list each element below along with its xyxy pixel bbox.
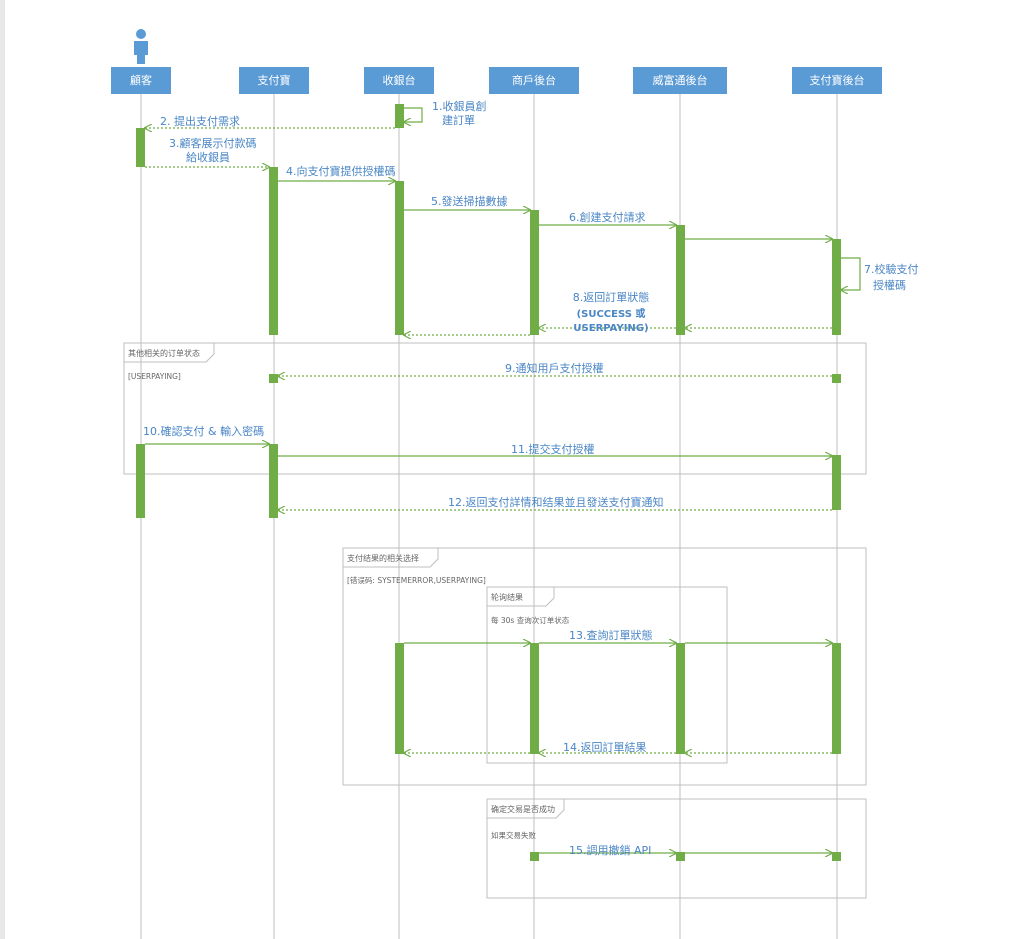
message-arrow-1 bbox=[404, 107, 423, 122]
participant-alipay-backend: 支付寶後台 bbox=[792, 67, 882, 94]
frame-condition: [错误码: SYSTEMERROR,USERPAYING] bbox=[347, 575, 486, 585]
activation-bar bbox=[676, 225, 685, 335]
message-label-3: 3.顧客展示付款碼 給收銀員 bbox=[169, 136, 260, 164]
activation-bar bbox=[832, 852, 841, 861]
frame-polling-result: 轮询结果 每 30s 查询次订单状态 bbox=[486, 586, 728, 764]
frame-condition: [USERPAYING] bbox=[128, 372, 181, 381]
participant-label: 支付寶後台 bbox=[810, 73, 865, 87]
activation-bar bbox=[832, 643, 841, 754]
frame-other-order-status: 其他相关的订单状态 [USERPAYING] bbox=[123, 342, 867, 475]
person-icon bbox=[134, 29, 148, 64]
participant-label: 商戶後台 bbox=[512, 73, 556, 87]
activation-bar bbox=[676, 643, 685, 754]
window-edge bbox=[0, 0, 5, 939]
participant-merchant: 商戶後台 bbox=[489, 67, 579, 94]
message-label-9: 9.通知用戶支付授權 bbox=[505, 361, 604, 375]
frame-condition: 每 30s 查询次订单状态 bbox=[491, 615, 570, 625]
activation-bar bbox=[832, 455, 841, 510]
activation-bar bbox=[269, 444, 278, 518]
message-arrow-7 bbox=[841, 257, 861, 290]
participant-customer: 顧客 bbox=[111, 67, 171, 94]
activation-bar bbox=[676, 852, 685, 861]
message-label-7: 7.校驗支付 授權碼 bbox=[864, 262, 922, 292]
frame-confirm-transaction: 确定交易是否成功 如果交易失败 bbox=[486, 798, 867, 899]
message-label-5: 5.發送掃描數據 bbox=[431, 194, 508, 208]
activation-bar bbox=[269, 374, 278, 383]
frame-condition: 如果交易失败 bbox=[491, 830, 536, 840]
activation-bar bbox=[530, 210, 539, 335]
participant-label: 收銀台 bbox=[383, 73, 416, 87]
frame-payment-result: 支付结果的相关选择 [错误码: SYSTEMERROR,USERPAYING] bbox=[342, 547, 867, 786]
activation-bar bbox=[395, 643, 404, 754]
activation-bar bbox=[832, 374, 841, 383]
message-label-14: 14.返回訂單結果 bbox=[563, 740, 647, 754]
frame-title: 支付结果的相关选择 bbox=[347, 553, 419, 563]
message-label-2: 2. 提出支付需求 bbox=[160, 114, 240, 128]
message-label-15: 15.調用撤銷 API bbox=[569, 843, 651, 857]
message-label-11: 11.提交支付授權 bbox=[511, 442, 595, 456]
activation-bar bbox=[269, 167, 278, 335]
svg-text:USERPAYING): USERPAYING) bbox=[573, 323, 648, 334]
activation-bar bbox=[136, 444, 145, 518]
message-label-4: 4.向支付寶提供授權碼 bbox=[286, 164, 396, 178]
participant-label: 威富通後台 bbox=[653, 73, 708, 87]
participant-cashier: 收銀台 bbox=[364, 67, 434, 94]
activation-bar bbox=[136, 128, 145, 167]
message-label-12: 12.返回支付詳情和结果並且發送支付寶通知 bbox=[448, 495, 664, 509]
participant-label: 顧客 bbox=[130, 73, 152, 87]
message-label-10: 10.確認支付 & 輸入密碼 bbox=[143, 424, 264, 438]
activation-bar bbox=[530, 643, 539, 754]
message-label-8: 8.返回訂單狀態 (SUCCESS 或 USERPAYING) bbox=[573, 290, 650, 334]
participant-alipay: 支付寶 bbox=[239, 67, 309, 94]
svg-text:8.返回訂單狀態: 8.返回訂單狀態 bbox=[573, 290, 650, 304]
message-label-1: 1.收銀員創 建訂單 bbox=[432, 99, 490, 127]
message-label-13: 13.查詢訂單狀態 bbox=[569, 628, 653, 642]
participant-weifutong: 威富通後台 bbox=[633, 67, 727, 94]
participant-label: 支付寶 bbox=[258, 73, 291, 87]
activation-bar bbox=[832, 239, 841, 335]
message-label-6: 6.創建支付請求 bbox=[569, 210, 646, 224]
activation-bar bbox=[395, 181, 404, 335]
activation-bar bbox=[530, 852, 539, 861]
frame-title: 其他相关的订单状态 bbox=[128, 348, 200, 358]
svg-text:(SUCCESS 或: (SUCCESS 或 bbox=[577, 307, 646, 320]
activation-bar bbox=[395, 104, 404, 128]
frame-title: 轮询结果 bbox=[491, 592, 523, 602]
frame-title: 确定交易是否成功 bbox=[491, 804, 555, 814]
